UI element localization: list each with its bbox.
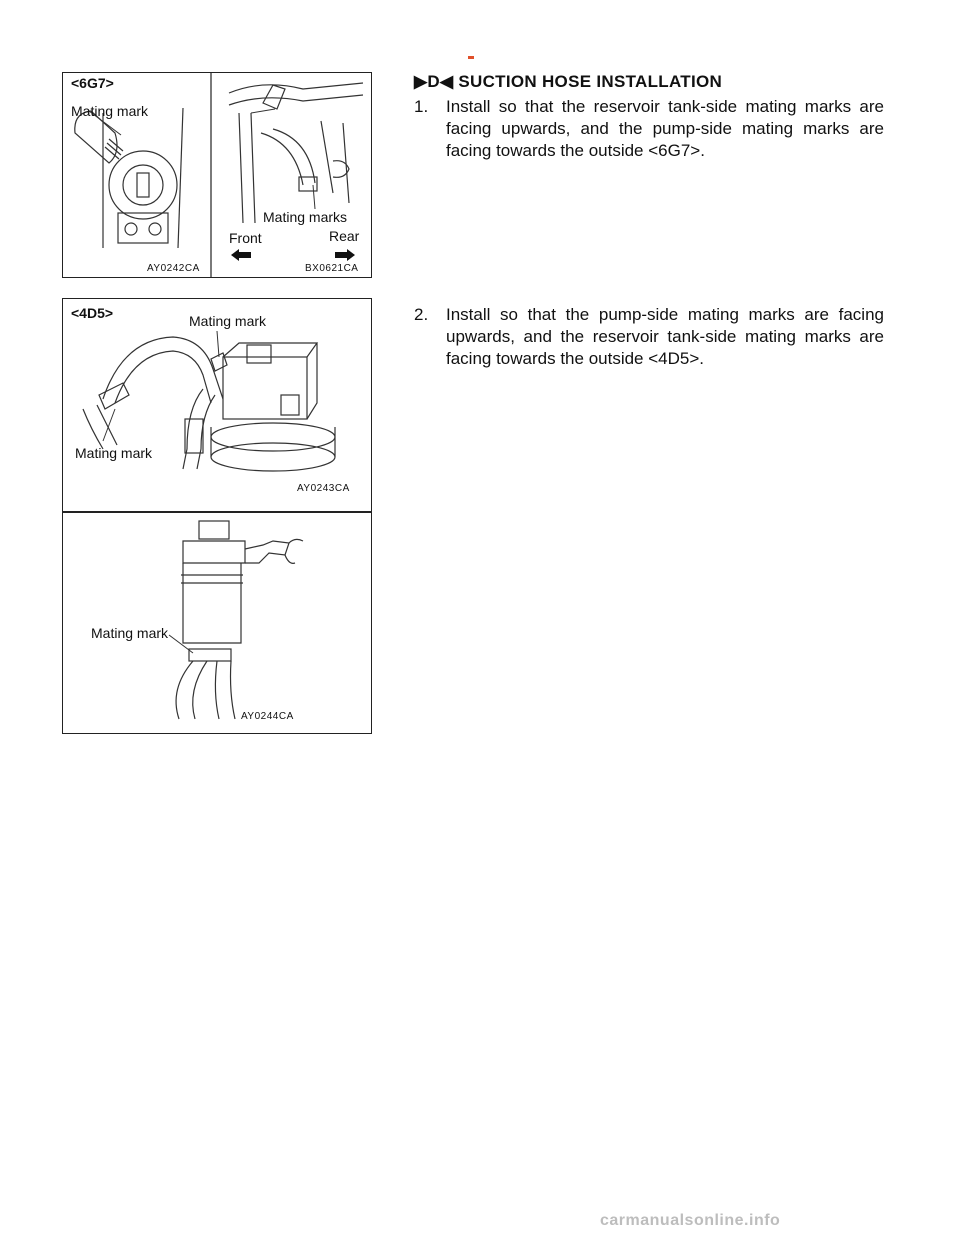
section-heading: ▶D◀ SUCTION HOSE INSTALLATION	[414, 72, 723, 91]
front-label: Front	[229, 230, 262, 246]
figure-6g7: <6G7> Mating mark Mating marks Front Rea…	[62, 72, 372, 278]
step-1-number: 1.	[414, 97, 429, 116]
step-2-number: 2.	[414, 305, 429, 324]
figure-4d5-reservoir: Mating mark AY0244CA	[62, 512, 372, 734]
figure-4d5-pump-drawing	[82, 330, 336, 472]
step-1-text: Install so that the reservoir tank-side …	[446, 97, 884, 160]
step-1: 1. Install so that the reservoir tank-si…	[414, 96, 884, 162]
figure-6g7-drawing	[74, 73, 364, 277]
figure-code-left: AY0242CA	[147, 263, 200, 274]
step-2-text: Install so that the pump-side mating mar…	[446, 305, 884, 368]
figure-code-pump: AY0243CA	[297, 483, 350, 494]
mating-mark-label: Mating mark	[71, 103, 149, 119]
engine-tag-4d5: <4D5>	[71, 305, 114, 321]
pump-mating-mark-label: Mating mark	[189, 313, 267, 329]
site-watermark: carmanualsonline.info	[600, 1212, 781, 1229]
hose-mating-mark-label: Mating mark	[75, 445, 153, 461]
figure-4d5-pump: <4D5> Mating mark Mating mark AY0243CA	[62, 298, 372, 512]
reservoir-mating-mark-label: Mating mark	[91, 625, 169, 641]
engine-tag-6g7: <6G7>	[71, 75, 114, 91]
figure-code-reservoir: AY0244CA	[241, 711, 294, 722]
step-2: 2. Install so that the pump-side mating …	[414, 304, 884, 370]
figure-4d5-reservoir-drawing	[168, 520, 304, 720]
header-accent-mark	[468, 56, 474, 59]
figure-code-right: BX0621CA	[305, 263, 359, 274]
mating-marks-label: Mating marks	[263, 209, 348, 225]
rear-label: Rear	[329, 228, 360, 244]
